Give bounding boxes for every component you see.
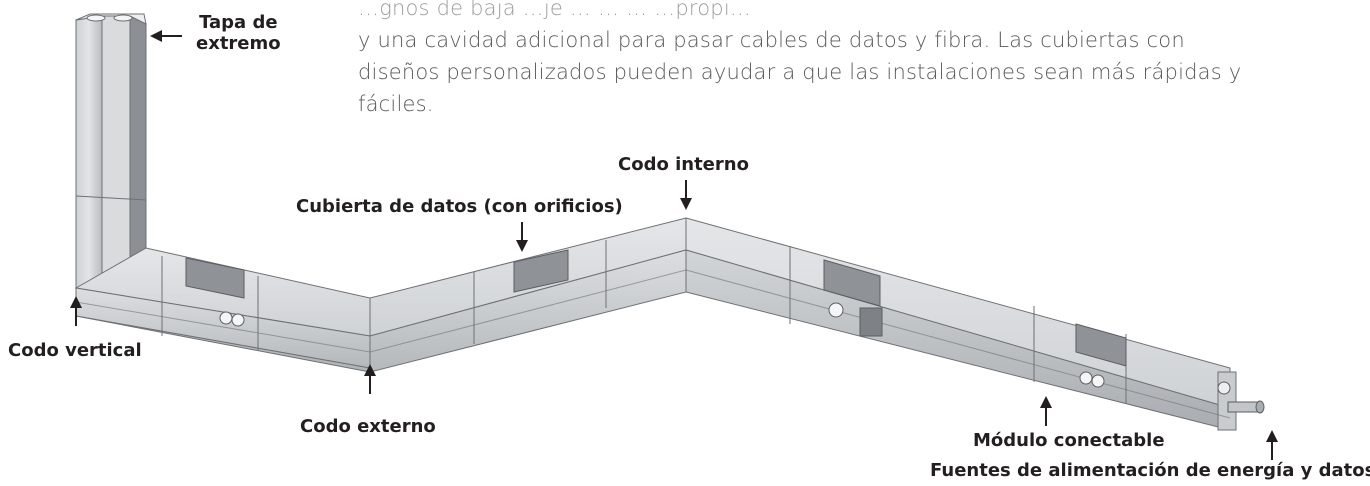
receptacle-icon	[1091, 374, 1105, 388]
receptacles	[219, 302, 1105, 388]
label-power-feed: Fuentes de alimentación de energía y dat…	[930, 460, 1370, 481]
arrow-data-cover	[516, 222, 528, 252]
power-feed-connector	[1217, 381, 1265, 414]
arrow-power-feed	[1266, 430, 1278, 460]
label-end-cap-line2: extremo	[196, 33, 281, 54]
blank-plate	[859, 307, 883, 337]
description-line-4: fáciles.	[358, 92, 434, 116]
description-paragraph: …gnos de baja …je … … … …propi… y una ca…	[358, 0, 1358, 120]
arrow-outside-elbow	[364, 364, 376, 394]
arrow-inside-elbow	[680, 180, 692, 210]
receptacle-icon	[828, 302, 844, 318]
label-outside-elbow: Codo externo	[300, 416, 436, 437]
data-cover-plates	[185, 249, 1127, 367]
description-line-3: diseños personalizados pueden ayudar a q…	[358, 60, 1242, 84]
description-line-1: …gnos de baja …je … … … …propi…	[358, 0, 752, 20]
end-cap-hole	[113, 14, 133, 22]
label-inside-elbow: Codo interno	[618, 154, 749, 175]
arrow-plug-in-module	[1040, 396, 1052, 426]
vertical-raceway	[75, 13, 147, 289]
label-plug-in-module: Módulo conectable	[973, 430, 1165, 451]
receptacle-icon	[1079, 371, 1093, 385]
horizontal-raceway	[74, 217, 1237, 431]
label-end-cap-line1: Tapa de	[199, 12, 278, 33]
receptacle-icon	[219, 311, 233, 325]
label-vertical-elbow: Codo vertical	[8, 340, 142, 361]
label-end-cap: Tapa de extremo	[196, 12, 281, 54]
receptacle-icon	[231, 313, 245, 327]
arrow-vertical-elbow	[70, 296, 82, 326]
callout-arrows	[70, 30, 1278, 460]
description-line-2: y una cavidad adicional para pasar cable…	[358, 28, 1185, 52]
end-cap-hole	[86, 14, 106, 22]
label-data-cover: Cubierta de datos (con orificios)	[296, 196, 623, 217]
arrow-end-cap	[150, 30, 182, 42]
